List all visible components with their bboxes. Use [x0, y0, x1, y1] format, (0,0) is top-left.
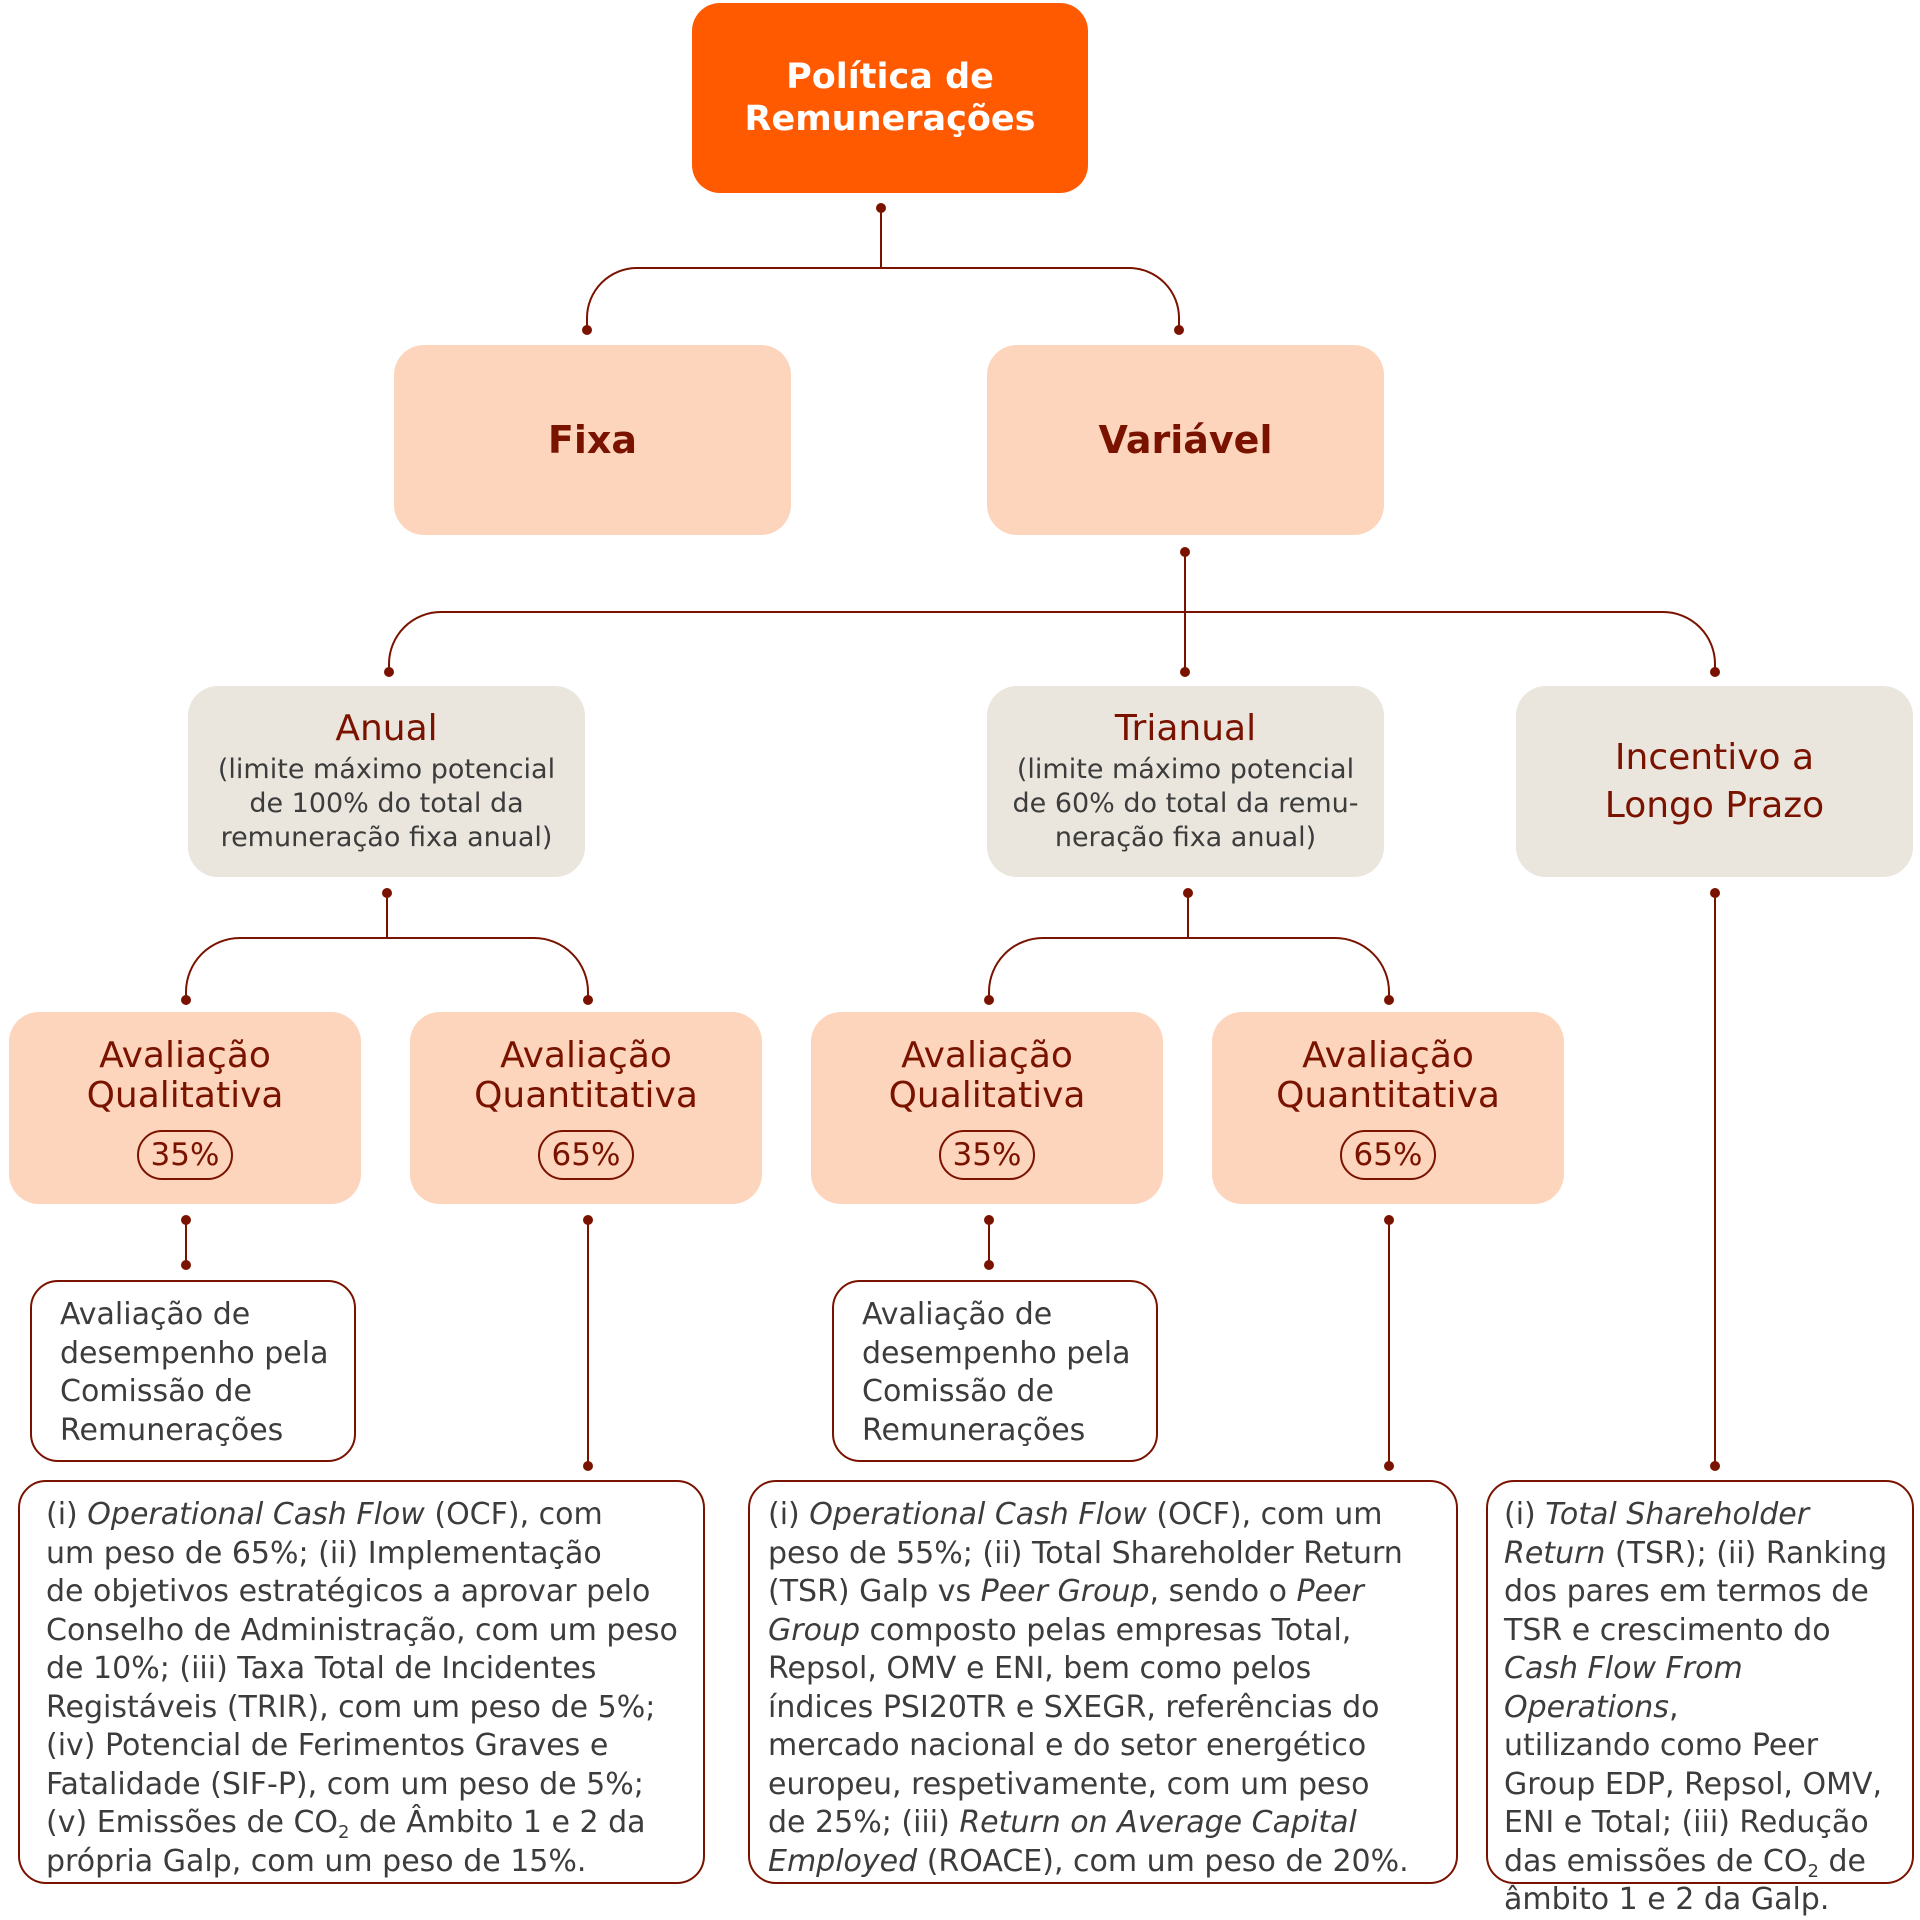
eval-title-line2: Qualitativa: [86, 1075, 284, 1116]
node-incentivo-line2: Longo Prazo: [1604, 784, 1825, 826]
weight-badge: 65%: [1339, 1130, 1437, 1180]
text-line: dos pares em termos de: [1504, 1574, 1869, 1609]
weight-badge: 65%: [537, 1130, 635, 1180]
node-variavel: Variável: [987, 345, 1384, 535]
text-line: (i) Total Shareholder: [1504, 1497, 1810, 1532]
node-trianual-sub-line: neração fixa anual): [1054, 821, 1317, 853]
text-line: (i) Operational Cash Flow (OCF), com: [46, 1497, 603, 1532]
text-line: utilizando como Peer: [1504, 1728, 1819, 1763]
text-line: desempenho pela: [60, 1335, 329, 1371]
node-variavel-label: Variável: [1098, 418, 1273, 462]
node-trianual-subtitle: (limite máximo potencial de 60% do total…: [1012, 753, 1358, 855]
node-fixa-label: Fixa: [547, 418, 638, 462]
text-line: Return (TSR); (ii) Ranking: [1504, 1535, 1888, 1571]
text-line: de 10%; (iii) Taxa Total de Incidentes: [46, 1651, 597, 1686]
node-incentivo-line1: Incentivo a: [1614, 736, 1815, 778]
node-trianual: Trianual (limite máximo potencial de 60%…: [987, 686, 1384, 877]
node-trianual-sub-line: de 60% do total da remu-: [1012, 787, 1359, 819]
text-line: Cash Flow From Operations,: [1504, 1651, 1743, 1725]
root-node-politica-remuneracoes: Política de Remunerações: [692, 3, 1088, 193]
box-anual-quantitativa-descricao: (i) Operational Cash Flow (OCF), com um …: [18, 1480, 705, 1884]
text-line: das emissões de CO2 de: [1504, 1843, 1866, 1882]
text-line: Conselho de Administração, com um peso: [46, 1612, 678, 1648]
node-trianual-avaliacao-qualitativa: Avaliação Qualitativa 35%: [811, 1012, 1163, 1204]
text-line: ENI e Total; (iii) Redução: [1504, 1805, 1869, 1840]
text-line: (i) Operational Cash Flow (OCF), com um: [768, 1497, 1383, 1532]
node-anual-sub-line: (limite máximo potencial: [217, 753, 556, 785]
text-line: Remunerações: [60, 1412, 284, 1448]
text-line: (TSR) Galp vs Peer Group, sendo o Peer: [768, 1574, 1364, 1609]
text-line: própria Galp, com um peso de 15%.: [46, 1843, 587, 1879]
text-line: Group EDP, Repsol, OMV,: [1504, 1766, 1883, 1802]
text-line: Fatalidade (SIF-P), com um peso de 5%;: [46, 1766, 644, 1802]
eval-title-line1: Avaliação: [500, 1035, 672, 1076]
node-anual: Anual (limite máximo potencial de 100% d…: [188, 686, 585, 877]
text-line: Remunerações: [862, 1412, 1086, 1448]
node-fixa: Fixa: [394, 345, 791, 535]
text-line: um peso de 65%; (ii) Implementação: [46, 1535, 602, 1571]
eval-title-line2: Quantitativa: [1276, 1075, 1500, 1116]
eval-title-line2: Quantitativa: [474, 1075, 698, 1116]
node-anual-avaliacao-quantitativa: Avaliação Quantitativa 65%: [410, 1012, 762, 1204]
node-incentivo-longo-prazo: Incentivo a Longo Prazo: [1516, 686, 1913, 877]
text-line: âmbito 1 e 2 da Galp.: [1504, 1882, 1830, 1917]
box-anual-qualitativa-descricao: Avaliação de desempenho pela Comissão de…: [30, 1280, 356, 1462]
text-line: Employed (ROACE), com um peso de 20%.: [768, 1843, 1409, 1879]
box-trianual-qualitativa-descricao: Avaliação de desempenho pela Comissão de…: [832, 1280, 1158, 1462]
text-line: Avaliação de: [862, 1297, 1053, 1332]
eval-title-line2: Qualitativa: [888, 1075, 1086, 1116]
text-line: (iv) Potencial de Ferimentos Graves e: [46, 1728, 609, 1763]
root-title-line2: Remunerações: [744, 99, 1036, 139]
eval-title-line1: Avaliação: [1302, 1035, 1474, 1076]
text-line: Comissão de: [862, 1374, 1054, 1409]
node-trianual-title: Trianual: [1114, 707, 1257, 749]
text-line: (v) Emissões de CO2 de Âmbito 1 e 2 da: [46, 1805, 646, 1843]
root-title-line1: Política de: [786, 57, 994, 97]
node-anual-avaliacao-qualitativa: Avaliação Qualitativa 35%: [9, 1012, 361, 1204]
text-line: mercado nacional e do setor energético: [768, 1728, 1367, 1763]
node-anual-sub-line: remuneração fixa anual): [220, 821, 553, 853]
text-line: índices PSI20TR e SXEGR, referências do: [768, 1689, 1380, 1725]
box-trianual-quantitativa-descricao: (i) Operational Cash Flow (OCF), com um …: [748, 1480, 1458, 1884]
text-line: Comissão de: [60, 1374, 252, 1409]
weight-badge: 35%: [938, 1130, 1036, 1180]
text-line: Repsol, OMV e ENI, bem como pelos: [768, 1651, 1312, 1686]
text-line: Registáveis (TRIR), com um peso de 5%;: [46, 1689, 656, 1725]
text-line: de objetivos estratégicos a aprovar pelo: [46, 1574, 651, 1609]
eval-title-line1: Avaliação: [99, 1035, 271, 1076]
text-line: Avaliação de: [60, 1297, 251, 1332]
eval-title-line1: Avaliação: [901, 1035, 1073, 1076]
weight-badge: 35%: [136, 1130, 234, 1180]
text-line: Group composto pelas empresas Total,: [768, 1612, 1352, 1648]
node-trianual-avaliacao-quantitativa: Avaliação Quantitativa 65%: [1212, 1012, 1564, 1204]
text-line: de 25%; (iii) Return on Average Capital: [768, 1805, 1357, 1840]
node-trianual-sub-line: (limite máximo potencial: [1016, 753, 1355, 785]
box-incentivo-descricao: (i) Total Shareholder Return (TSR); (ii)…: [1486, 1480, 1914, 1917]
text-line: peso de 55%; (ii) Total Shareholder Retu…: [768, 1535, 1403, 1571]
node-anual-subtitle: (limite máximo potencial de 100% do tota…: [218, 753, 555, 855]
node-anual-sub-line: de 100% do total da: [249, 787, 524, 819]
text-line: TSR e crescimento do: [1504, 1612, 1831, 1648]
node-anual-title: Anual: [335, 707, 438, 749]
text-line: desempenho pela: [862, 1335, 1131, 1371]
text-line: europeu, respetivamente, com um peso: [768, 1766, 1370, 1802]
